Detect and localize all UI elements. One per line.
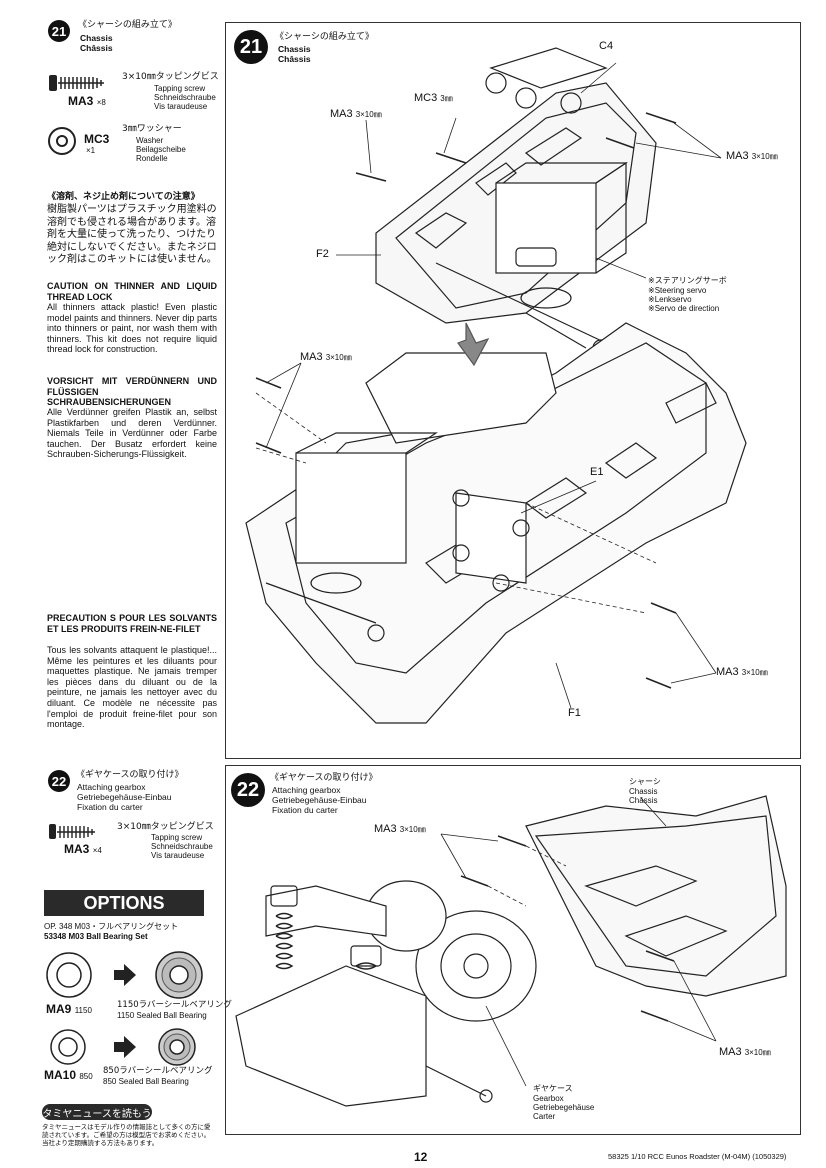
part-mc3-qty: ×1 — [86, 146, 96, 155]
label-gearbox-de: Getriebegehäuse — [533, 1103, 595, 1112]
page-number: 12 — [414, 1150, 428, 1164]
washer-icon — [48, 127, 76, 155]
option-ma9-jp: 1150ラバーシールベアリング — [117, 1000, 232, 1010]
diagram-22-title-de: Getriebegehäuse-Einbau — [272, 795, 367, 805]
part-ma3-en: Tapping screw — [154, 84, 206, 93]
step-22-title-jp: 《ギヤケースの取り付け》 — [76, 770, 184, 780]
option-ma10-en: 850 Sealed Ball Bearing — [103, 1077, 189, 1086]
part-mc3-en: Washer — [136, 136, 164, 145]
label-gearbox-ma3-left: MA3 3×10㎜ — [374, 823, 426, 835]
diagram-21-title-en: Chassis — [278, 44, 311, 54]
label-gearbox-en: Gearbox — [533, 1094, 564, 1103]
label-ma3-mid-left: MA3 3×10㎜ — [300, 351, 352, 363]
label-chassis-jp: シャーシ — [629, 777, 661, 786]
label-servo-en: ※Steering servo — [648, 286, 707, 295]
step-21-badge: 21 — [48, 20, 70, 42]
part-ma3-fr: Vis taraudeuse — [154, 102, 208, 111]
step-22-part-de: Schneidschraube — [151, 842, 213, 851]
caution-jp-title: 《溶剤、ネジ止め剤についての注意》 — [47, 192, 200, 202]
label-ma3-bottom-right: MA3 3×10㎜ — [716, 666, 768, 678]
tapping-screw-icon — [49, 824, 95, 839]
bearing-ma9-icons — [46, 951, 203, 999]
label-ma3-top-right: MA3 3×10㎜ — [726, 150, 778, 162]
bearing-ma10-icons — [50, 1028, 196, 1066]
label-chassis-fr: Châssis — [629, 796, 658, 805]
option-ma9-en: 1150 Sealed Ball Bearing — [117, 1011, 207, 1020]
option-ma10-code: MA10 850 — [44, 1068, 93, 1082]
step-21-diagram-panel — [225, 22, 801, 759]
label-chassis-en: Chassis — [629, 787, 658, 796]
tamiya-news-pill: タミヤニュースを読もう — [42, 1104, 152, 1120]
diagram-22-badge: 22 — [231, 773, 265, 807]
part-ma3-code: MA3 ×8 — [68, 94, 106, 108]
gearbox-attachment-drawing — [235, 795, 787, 1107]
part-mc3-fr: Rondelle — [136, 154, 168, 163]
label-f2: F2 — [316, 248, 329, 260]
diagram-21-badge: 21 — [234, 30, 268, 64]
label-servo-jp: ※ステアリングサーボ — [648, 276, 727, 285]
part-ma3-de: Schneidschraube — [154, 93, 216, 102]
step-22-part-en: Tapping screw — [151, 833, 203, 842]
caution-en-title: CAUTION ON THINNER AND LIQUID THREAD LOC… — [47, 281, 217, 302]
step-22-title-de: Getriebegehäuse-Einbau — [77, 792, 172, 802]
diagram-22-title-en: Attaching gearbox — [272, 785, 341, 795]
step-22-part-code: MA3 ×4 — [64, 842, 102, 856]
label-servo-fr: ※Servo de direction — [648, 304, 720, 313]
options-item-line1: OP. 348 M03・フルベアリングセット — [44, 922, 179, 931]
part-ma3-jp: 3×10㎜タッピングビス — [122, 72, 219, 82]
caution-fr-title: PRECAUTION S POUR LES SOLVANTS ET LES PR… — [47, 613, 217, 634]
step-21-title-en: Chassis — [80, 33, 113, 43]
diagram-21-title-de: Châssis — [278, 54, 311, 64]
label-gearbox-fr: Carter — [533, 1112, 556, 1121]
step-22-part-jp: 3×10㎜タッピングビス — [117, 822, 214, 832]
label-c4: C4 — [599, 40, 614, 52]
label-servo-de: ※Lenkservo — [648, 295, 692, 304]
tapping-screw-icon — [49, 75, 104, 91]
label-ma3-top-left: MA3 3×10㎜ — [330, 108, 382, 120]
label-gearbox-jp: ギヤケース — [533, 1084, 573, 1093]
option-ma9-code: MA9 1150 — [46, 1002, 92, 1016]
footer-product-info: 58325 1/10 RCC Eunos Roadster (M-04M) (1… — [608, 1152, 787, 1161]
part-mc3-de: Beilagscheibe — [136, 145, 186, 154]
step-22-title-fr: Fixation du carter — [77, 802, 143, 812]
caution-de-title: VORSICHT MIT VERDÜNNERN UND FLÜSSIGEN SC… — [47, 376, 217, 408]
chassis-exploded-drawing — [245, 47, 747, 724]
step-21-title-de: Châssis — [80, 43, 113, 53]
caution-fr-body: Tous les solvants attaquent le plastique… — [47, 645, 217, 730]
step-22-part-fr: Vis taraudeuse — [151, 851, 205, 860]
label-f1: F1 — [568, 707, 581, 719]
label-mc3: MC3 3㎜ — [414, 92, 453, 104]
option-ma10-jp: 850ラバーシールベアリング — [103, 1066, 213, 1076]
part-mc3-code: MC3 — [84, 132, 110, 146]
step-22-diagram-panel — [225, 765, 801, 1135]
caution-de-body: Alle Verdünner greifen Plastik an, selbs… — [47, 407, 217, 460]
label-gearbox-ma3-right: MA3 3×10㎜ — [719, 1046, 771, 1058]
options-heading: OPTIONS — [44, 890, 204, 916]
label-e1: E1 — [590, 466, 604, 478]
diagram-22-title-fr: Fixation du carter — [272, 805, 338, 815]
step-22-badge: 22 — [48, 770, 70, 792]
step-22-title-en: Attaching gearbox — [77, 782, 146, 792]
caution-jp-body: 樹脂製パーツはプラスチック用塗料の溶剤でも侵される場合があります。溶剤を大量に使… — [47, 204, 217, 265]
caution-en-body: All thinners attack plastic! Even plasti… — [47, 302, 217, 355]
step-21-title-jp: 《シャーシの組み立て》 — [78, 20, 177, 30]
diagram-22-title-jp: 《ギヤケースの取り付け》 — [270, 773, 378, 783]
diagram-21-title-jp: 《シャーシの組み立て》 — [275, 32, 374, 42]
part-mc3-jp: 3㎜ワッシャー — [122, 124, 182, 134]
tamiya-news-body: タミヤニュースはモデル作りの情報誌として多くの方に愛読されています。ご希望の方は… — [42, 1123, 211, 1147]
options-item-line2: 53348 M03 Ball Bearing Set — [44, 932, 148, 941]
